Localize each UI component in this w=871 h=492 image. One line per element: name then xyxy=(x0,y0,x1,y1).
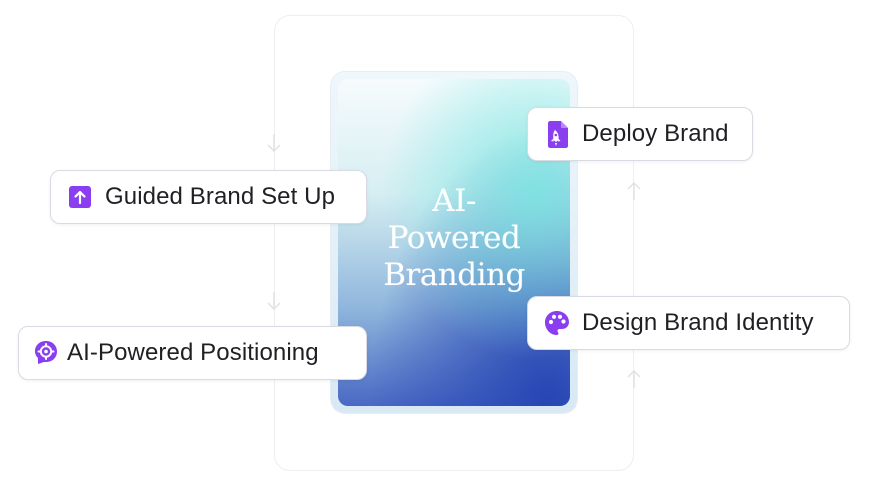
step-ai-powered-positioning: AI-Powered Positioning xyxy=(18,326,367,380)
center-title-line: AI- xyxy=(432,183,476,219)
rocket-document-icon xyxy=(542,119,572,149)
step-design-brand-identity: Design Brand Identity xyxy=(527,296,850,350)
center-title-line: Branding xyxy=(383,257,525,293)
down-arrow-icon xyxy=(265,132,283,154)
center-title: AI- Powered Branding xyxy=(338,183,570,294)
center-card: AI- Powered Branding xyxy=(331,72,577,413)
step-guided-brand-set-up: Guided Brand Set Up xyxy=(50,170,367,224)
ai-brain-gear-icon xyxy=(31,338,61,368)
center-title-line: Powered xyxy=(387,220,521,256)
up-arrow-icon xyxy=(625,368,643,390)
step-deploy-brand: Deploy Brand xyxy=(527,107,753,161)
up-arrow-icon xyxy=(625,180,643,202)
down-arrow-icon xyxy=(265,290,283,312)
step-label: Design Brand Identity xyxy=(582,309,814,336)
step-label: Deploy Brand xyxy=(582,120,729,147)
loop-connector-frame xyxy=(274,15,634,471)
upload-arrow-icon xyxy=(65,182,95,212)
step-label: AI-Powered Positioning xyxy=(67,339,319,366)
palette-icon xyxy=(542,308,572,338)
step-label: Guided Brand Set Up xyxy=(105,183,336,210)
